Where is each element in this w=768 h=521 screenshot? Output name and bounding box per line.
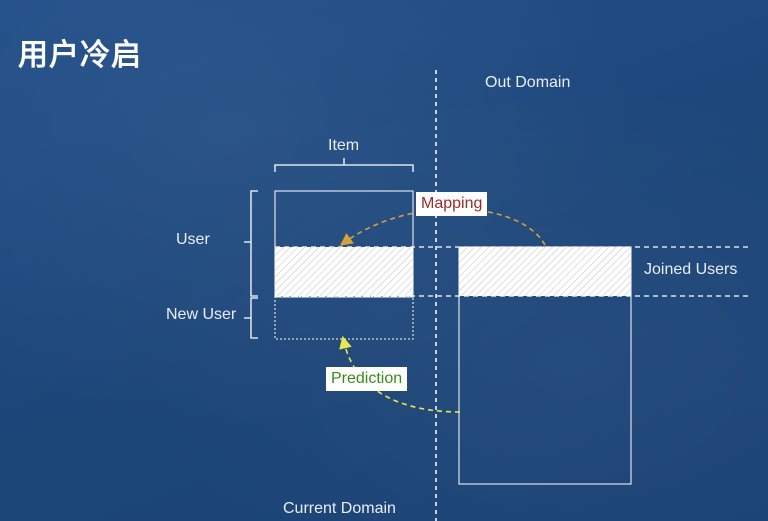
prediction-tag: Prediction (326, 367, 408, 391)
current-user-item-matrix (274, 190, 414, 298)
new-user-label: New User (166, 306, 237, 323)
mapping-arrow (339, 208, 546, 246)
joined-users-label: Joined Users (644, 261, 738, 278)
user-brace (244, 190, 258, 297)
current-domain-label: Current Domain (283, 500, 396, 517)
item-brace (274, 158, 414, 172)
current-joined-users-band (275, 247, 413, 296)
item-label: Item (328, 137, 360, 154)
slide-title: 用户冷启 (18, 38, 142, 73)
new-user-brace (244, 297, 258, 339)
out-domain-label: Out Domain (485, 74, 571, 91)
prediction-arrow (339, 335, 461, 413)
new-user-region (274, 295, 414, 340)
user-label: User (176, 231, 210, 248)
mapping-tag: Mapping (416, 192, 488, 216)
out-joined-users-band (459, 247, 631, 296)
